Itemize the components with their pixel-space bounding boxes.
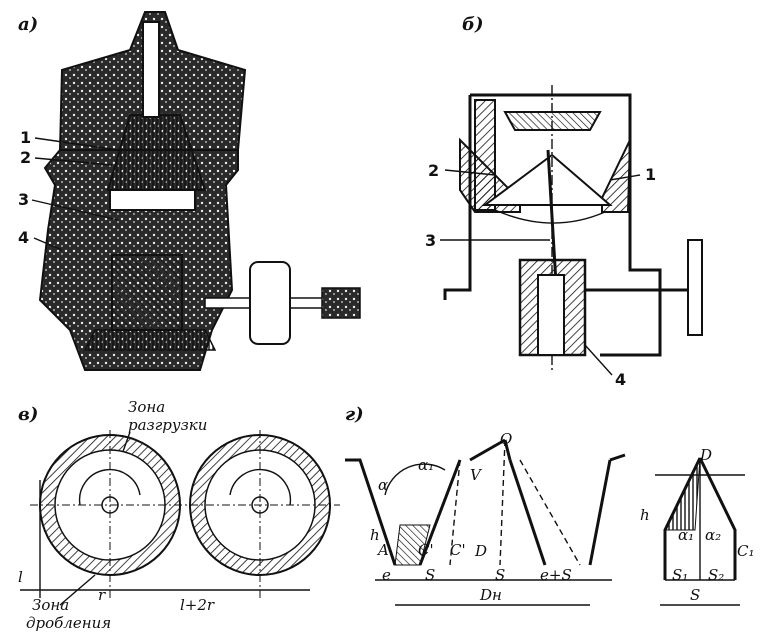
label-V: V bbox=[470, 466, 483, 484]
label-e-plus-S: e+S bbox=[540, 566, 572, 584]
bevel-gear bbox=[83, 329, 217, 351]
label-h: h bbox=[370, 526, 380, 544]
label-alpha1: α₁ bbox=[418, 456, 434, 474]
eccentric-sleeve bbox=[537, 274, 565, 356]
label-r: r bbox=[98, 586, 106, 604]
main-shaft bbox=[142, 21, 160, 118]
crushing-cone bbox=[106, 114, 207, 191]
panel-b-callout-2: 2 bbox=[428, 161, 439, 180]
label-alpha1-right: α₁ bbox=[678, 526, 694, 544]
label-h-right: h bbox=[640, 506, 650, 524]
panel-g-crushing-geometry: г) O V D h A C' C' α α₁ e S S e+S Dн bbox=[345, 404, 626, 606]
panel-a-gyratory-crusher: а) 1 2 3 4 bbox=[18, 11, 361, 371]
label-S2: S₂ bbox=[708, 566, 724, 584]
panel-v-tag: в) bbox=[18, 404, 38, 425]
label-O: O bbox=[500, 430, 512, 448]
panel-b-tag: б) bbox=[462, 14, 484, 35]
label-alpha2-right: α₂ bbox=[705, 526, 721, 544]
panel-b-callout-4: 4 bbox=[615, 370, 626, 389]
eccentric-bushing bbox=[111, 254, 183, 331]
panel-g-tag: г) bbox=[345, 404, 364, 425]
label-C2: C' bbox=[450, 541, 466, 559]
panel-a-callout-1: 1 bbox=[20, 128, 31, 147]
label-DH: Dн bbox=[479, 586, 502, 604]
label-C1-right: C₁ bbox=[737, 542, 755, 560]
label-alpha: α bbox=[378, 476, 388, 494]
panel-b-cone-crusher-section: б) 2 1 3 4 bbox=[425, 14, 703, 389]
zone-unload-line2: разгрузки bbox=[128, 416, 207, 434]
panel-a-callout-3: 3 bbox=[18, 190, 29, 209]
panel-b-callout-3: 3 bbox=[425, 231, 436, 250]
label-e: e bbox=[382, 566, 391, 584]
crushing-head bbox=[481, 153, 613, 206]
drive-pulley bbox=[249, 261, 291, 345]
label-S: S bbox=[425, 566, 435, 584]
label-C1: C' bbox=[418, 541, 434, 559]
right-liner bbox=[601, 139, 631, 213]
zone-unload-line1: Зона bbox=[128, 398, 165, 416]
drive-pulley-b bbox=[687, 239, 703, 336]
label-A: A bbox=[376, 541, 389, 559]
panel-b-callout-1: 1 bbox=[645, 165, 656, 184]
panel-d-nip-angle: D h α₁ α₂ C₁ S₁ S₂ S bbox=[640, 446, 755, 606]
panel-a-callout-2: 2 bbox=[20, 148, 31, 167]
label-l: l bbox=[18, 568, 23, 586]
panel-a-tag: а) bbox=[18, 14, 38, 35]
panel-a-callout-4: 4 bbox=[18, 228, 29, 247]
label-l-plus-2r: l+2r bbox=[180, 596, 215, 614]
label-S1: S₁ bbox=[672, 566, 688, 584]
panel-v-roll-crusher: в) Зона разгрузки l r l+2r Зона дроблени… bbox=[18, 398, 340, 632]
label-S-mid: S bbox=[495, 566, 505, 584]
cone-base bbox=[109, 189, 196, 211]
label-D: D bbox=[474, 542, 487, 560]
label-D-right: D bbox=[699, 446, 712, 464]
zone-crush-line1: Зона bbox=[32, 596, 69, 614]
zone-crush-line2: дробления bbox=[26, 614, 111, 632]
coupling bbox=[321, 287, 361, 319]
label-S-right: S bbox=[690, 586, 700, 604]
